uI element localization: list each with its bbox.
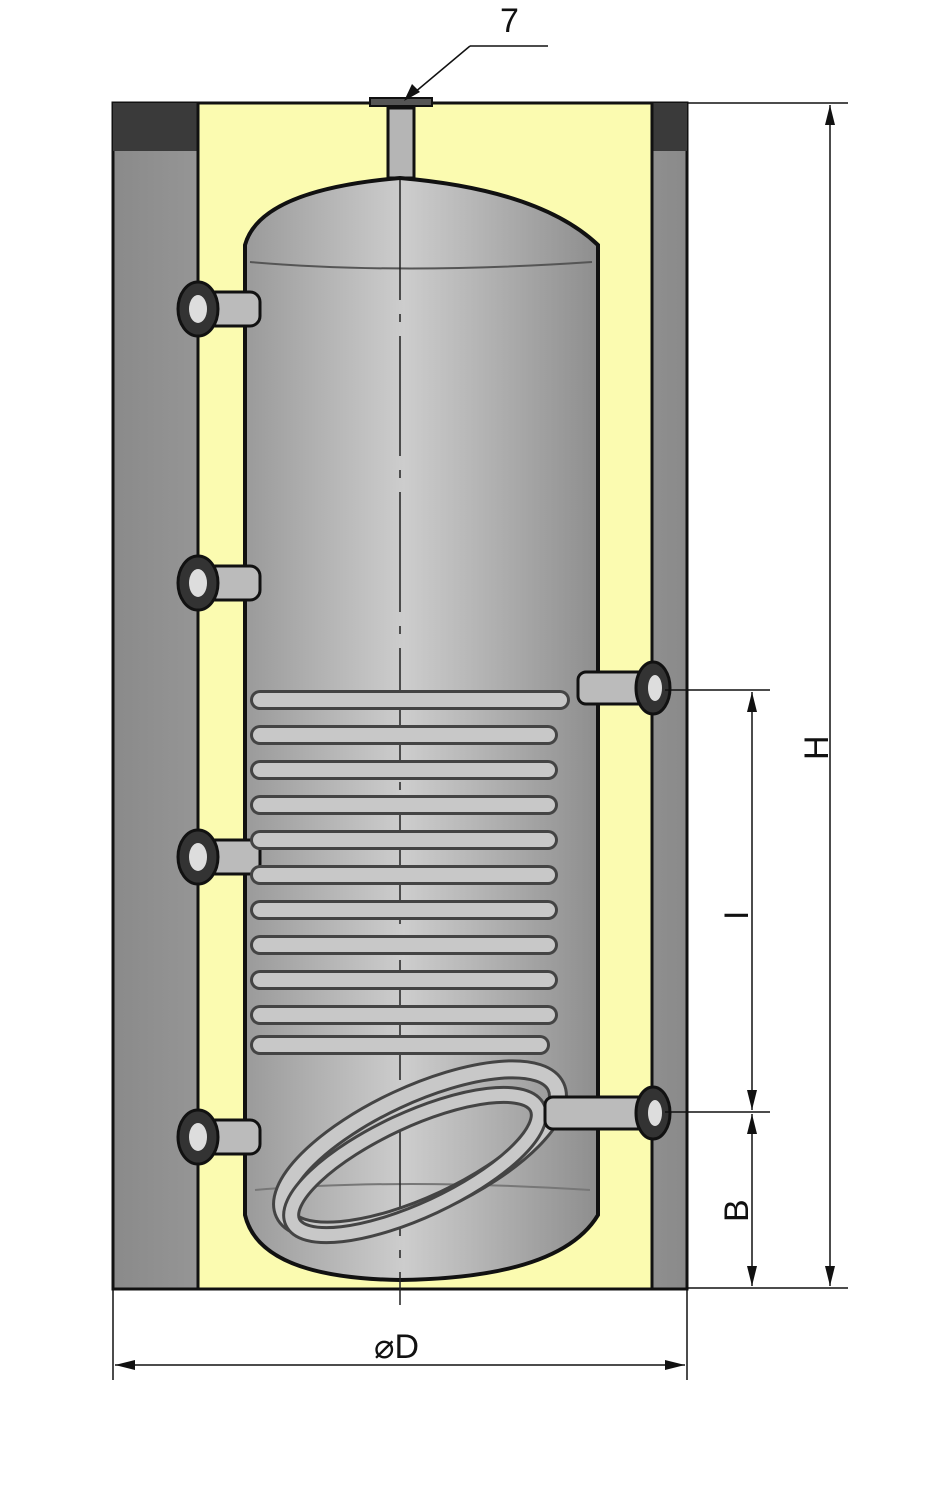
connection-left-1 — [176, 280, 262, 338]
callout-label: 7 — [500, 2, 519, 40]
height-label: H — [798, 735, 836, 760]
top-cap-left — [113, 103, 198, 151]
dimension-diameter: ⌀D — [112, 1290, 688, 1380]
right-connections — [543, 660, 672, 1141]
coil-length-label: I — [718, 911, 756, 920]
left-connections — [176, 280, 262, 1166]
dimension-height: H — [687, 102, 848, 1289]
heat-exchanger-coil — [250, 690, 570, 1245]
callout-7: 7 — [404, 2, 548, 101]
coil-inlet-connection — [576, 660, 672, 716]
connection-left-4 — [176, 1108, 262, 1166]
dimension-bottom: B — [718, 1114, 757, 1286]
connection-left-2 — [176, 554, 262, 612]
top-cap-right — [652, 103, 687, 151]
diameter-label: ⌀D — [374, 1328, 419, 1366]
coil-outlet-connection — [543, 1085, 672, 1141]
top-connection — [369, 97, 433, 180]
bottom-offset-label: B — [718, 1199, 756, 1222]
dimension-coil-length: I — [665, 689, 770, 1134]
connection-left-3 — [176, 828, 262, 886]
